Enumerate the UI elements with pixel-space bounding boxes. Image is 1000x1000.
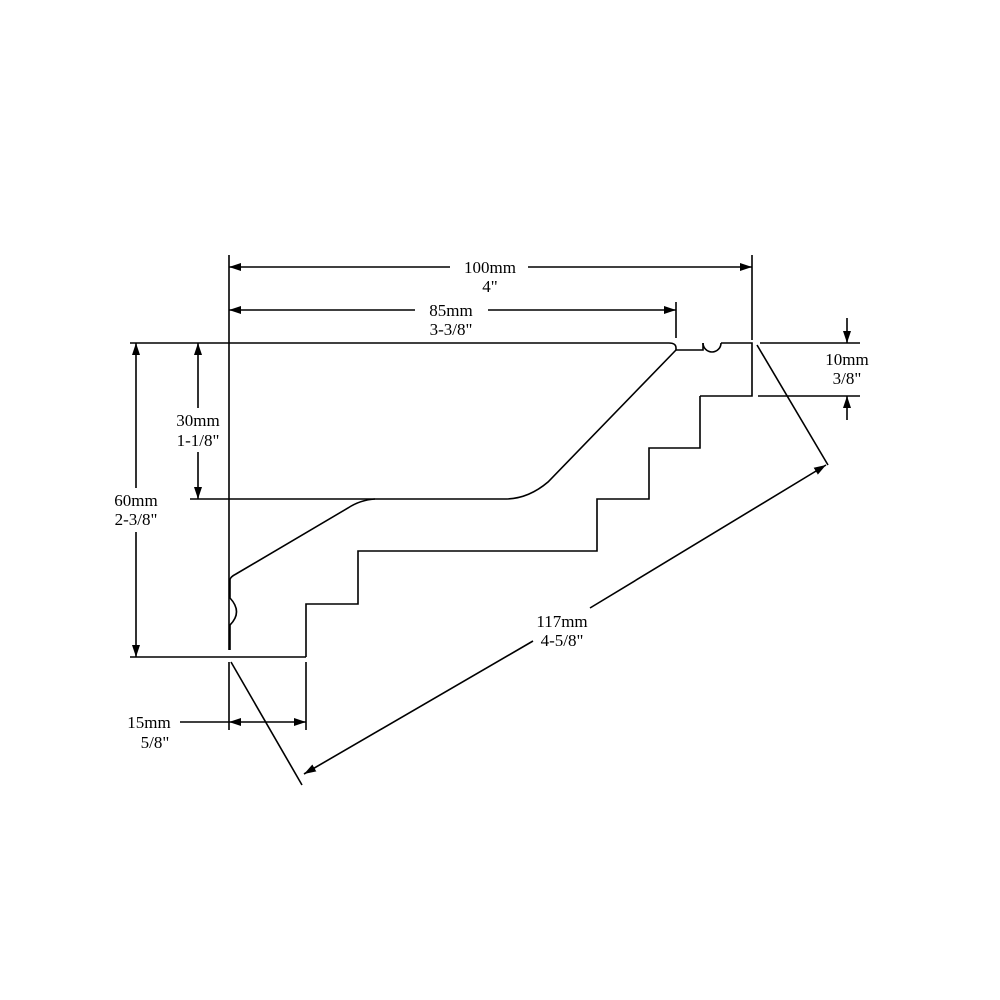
face-length-imperial: 4-5/8" xyxy=(541,631,584,650)
upper-height-metric: 30mm xyxy=(176,411,219,430)
profile-top-right xyxy=(700,342,753,397)
dimension-upper-height: 30mm 1-1/8" xyxy=(176,343,220,499)
bottom-return-imperial: 5/8" xyxy=(141,733,170,752)
dimension-inner-width: 85mm 3-3/8" xyxy=(229,301,676,339)
dimension-top-return: 10mm 3/8" xyxy=(825,318,869,420)
profile-bead xyxy=(702,342,722,353)
profile-left-bead xyxy=(229,580,238,650)
face-length-metric: 117mm xyxy=(536,612,587,631)
profile-cove-face xyxy=(229,349,677,581)
top-return-metric: 10mm xyxy=(825,350,868,369)
profile-steps-back xyxy=(305,396,701,657)
total-height-imperial: 2-3/8" xyxy=(115,510,158,529)
bottom-return-metric: 15mm xyxy=(127,713,170,732)
profile-top-return xyxy=(668,342,704,351)
dimension-total-height: 60mm 2-3/8" xyxy=(114,343,158,657)
dimension-bottom-return: 15mm 5/8" xyxy=(127,713,306,752)
dimension-face-length: 117mm 4-5/8" xyxy=(303,464,827,775)
total-width-metric: 100mm xyxy=(464,258,516,277)
inner-width-metric: 85mm xyxy=(429,301,472,320)
total-height-metric: 60mm xyxy=(114,491,157,510)
total-width-imperial: 4" xyxy=(482,277,497,296)
molding-profile xyxy=(130,342,753,658)
upper-height-imperial: 1-1/8" xyxy=(177,431,220,450)
inner-width-imperial: 3-3/8" xyxy=(430,320,473,339)
top-return-imperial: 3/8" xyxy=(833,369,862,388)
extension-lines xyxy=(190,255,860,786)
dimension-total-width: 100mm 4" xyxy=(229,258,752,296)
